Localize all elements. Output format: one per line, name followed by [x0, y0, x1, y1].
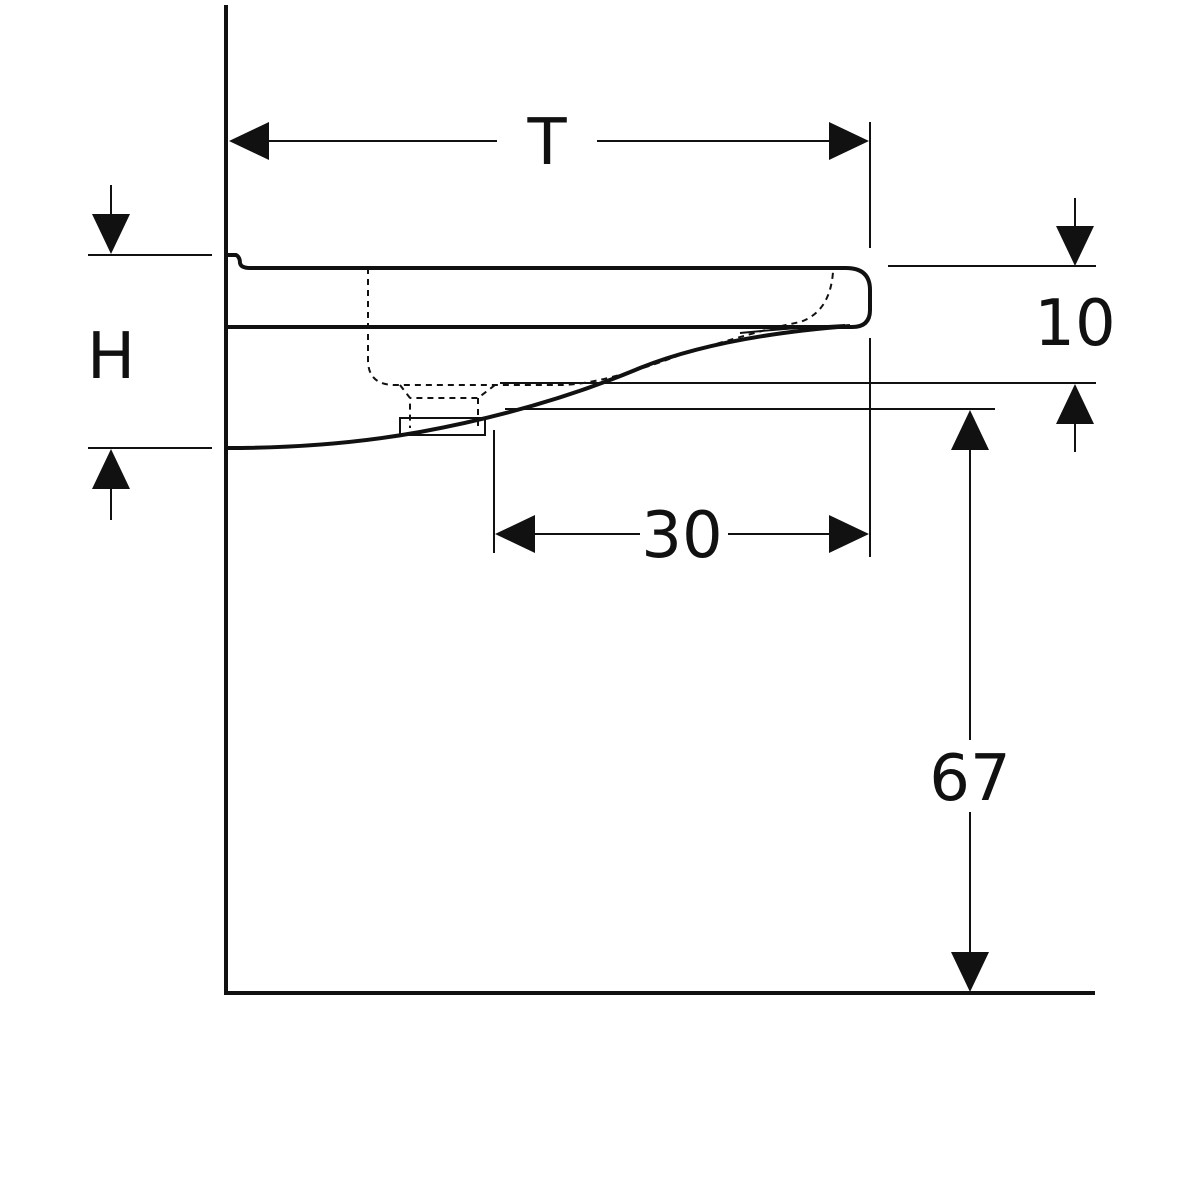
- basin-bowl-hidden-lines: [367, 268, 834, 428]
- arrow-left-icon: [495, 515, 535, 553]
- dimension-rim-thickness: 10: [1034, 198, 1116, 452]
- arrow-left-icon: [229, 122, 269, 160]
- waste-outlet: [399, 417, 486, 436]
- arrow-up-icon: [1056, 384, 1094, 424]
- rim-thickness-label: 10: [1034, 287, 1115, 361]
- arrow-up-icon: [92, 449, 130, 489]
- basin-outline: [227, 253, 872, 450]
- height-label: H: [87, 320, 135, 394]
- arrow-down-icon: [1056, 226, 1094, 266]
- floor-to-base-label: 67: [929, 742, 1010, 816]
- dimension-waste-offset: 30: [495, 499, 869, 573]
- arrow-up-icon: [951, 410, 989, 450]
- arrow-down-icon: [951, 952, 989, 992]
- depth-label: T: [526, 106, 567, 180]
- dimension-depth: T: [229, 106, 869, 180]
- arrow-right-icon: [829, 515, 869, 553]
- extension-lines: [88, 122, 1096, 557]
- arrow-right-icon: [829, 122, 869, 160]
- arrow-down-icon: [92, 214, 130, 254]
- waste-offset-label: 30: [641, 499, 722, 573]
- dimension-floor-to-base: 67: [929, 410, 1011, 992]
- dimension-height: H: [87, 185, 135, 520]
